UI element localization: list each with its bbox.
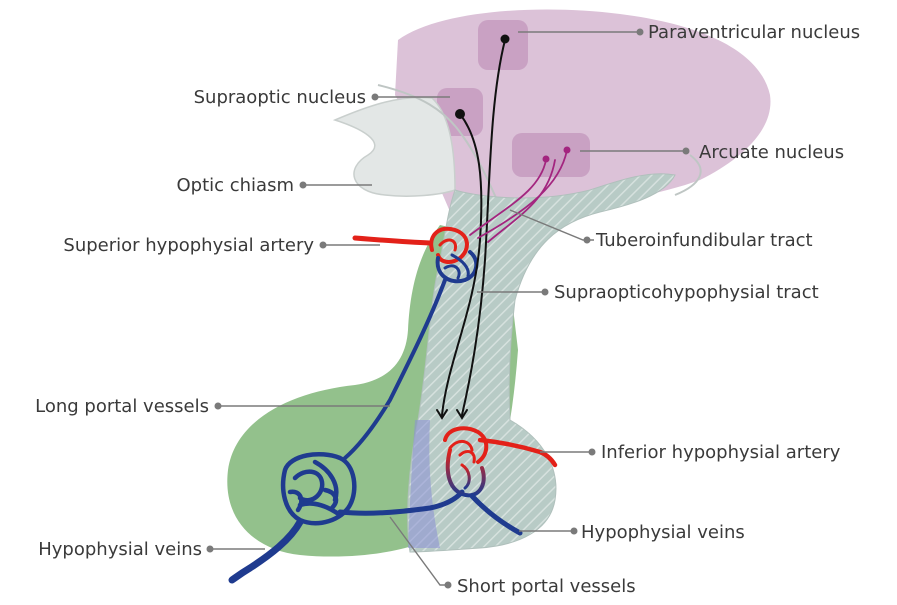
arcuate-nucleus	[512, 133, 590, 177]
label-supraoptic-nucleus: Supraoptic nucleus	[194, 87, 366, 108]
supraoptic-neuron-soma	[455, 109, 465, 119]
label-supraopticohypophysial-tract: Supraopticohypophysial tract	[554, 282, 819, 303]
arcuate-neuron-soma-1	[543, 156, 550, 163]
superior-hypophysial-artery	[355, 238, 430, 243]
label-hypophysial-veins-left: Hypophysial veins	[38, 539, 202, 560]
optic-chiasm	[335, 97, 455, 196]
label-long-portal-vessels: Long portal vessels	[35, 396, 209, 417]
arcuate-neuron-soma-2	[564, 147, 571, 154]
label-paraventricular-nucleus: Paraventricular nucleus	[648, 22, 860, 43]
label-tuberoinfundibular-tract: Tuberoinfundibular tract	[595, 230, 813, 251]
paraventricular-neuron-soma	[501, 35, 510, 44]
label-hypophysial-veins-right: Hypophysial veins	[581, 522, 745, 543]
label-optic-chiasm: Optic chiasm	[176, 175, 294, 196]
label-inferior-hypophysial-artery: Inferior hypophysial artery	[601, 442, 841, 463]
label-arcuate-nucleus: Arcuate nucleus	[699, 142, 844, 163]
label-short-portal-vessels: Short portal vessels	[457, 576, 636, 597]
label-superior-hypophysial-artery: Superior hypophysial artery	[63, 235, 314, 256]
